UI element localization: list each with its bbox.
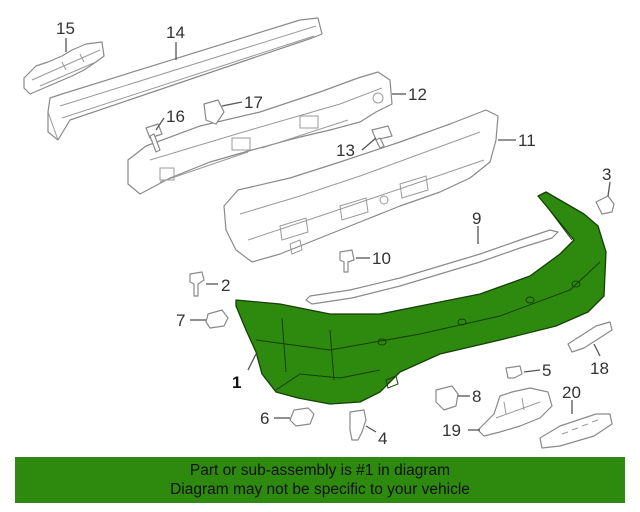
part-13-bolt[interactable] bbox=[371, 125, 393, 149]
part-2-fastener[interactable] bbox=[189, 271, 205, 297]
part-20-bracket[interactable] bbox=[539, 413, 613, 449]
leader-lines bbox=[65, 38, 611, 433]
part-3-bracket[interactable] bbox=[595, 195, 615, 215]
callout-2: 2 bbox=[221, 276, 230, 295]
footer-banner: Part or sub-assembly is #1 in diagram Di… bbox=[15, 457, 625, 503]
callout-14: 14 bbox=[166, 23, 185, 42]
footer-line-2: Diagram may not be specific to your vehi… bbox=[170, 481, 470, 498]
callout-9: 9 bbox=[472, 209, 481, 228]
callout-19: 19 bbox=[442, 421, 461, 440]
callout-17: 17 bbox=[244, 93, 263, 112]
part-9-seal[interactable] bbox=[305, 229, 559, 305]
callout-13: 13 bbox=[336, 141, 355, 160]
callout-15: 15 bbox=[56, 19, 75, 38]
footer-line-1: Part or sub-assembly is #1 in diagram bbox=[189, 462, 451, 479]
part-15-bracket[interactable] bbox=[23, 41, 105, 95]
callout-4: 4 bbox=[378, 429, 387, 448]
callout-20: 20 bbox=[562, 383, 581, 402]
part-17-clip[interactable] bbox=[203, 99, 225, 125]
part-10-fastener[interactable] bbox=[339, 249, 355, 273]
callout-8: 8 bbox=[472, 387, 481, 406]
callout-6: 6 bbox=[260, 409, 269, 428]
part-5-fastener[interactable] bbox=[505, 365, 523, 379]
callout-16: 16 bbox=[166, 107, 185, 126]
callout-7: 7 bbox=[176, 311, 185, 330]
part-7-retainer[interactable] bbox=[205, 309, 229, 329]
callout-1: 1 bbox=[232, 373, 241, 392]
parts-diagram: 1 2 3 4 5 6 7 8 9 10 11 12 13 14 15 16 1… bbox=[23, 17, 615, 449]
part-6-nut[interactable] bbox=[289, 407, 315, 427]
callout-12: 12 bbox=[408, 85, 427, 104]
part-18-reflector[interactable] bbox=[567, 321, 613, 353]
part-8-bracket[interactable] bbox=[435, 385, 459, 411]
part-11-energy-absorber[interactable] bbox=[223, 109, 499, 263]
callout-5: 5 bbox=[542, 361, 551, 380]
callout-10: 10 bbox=[372, 249, 391, 268]
part-4-push-pin[interactable] bbox=[349, 409, 367, 441]
callout-3: 3 bbox=[602, 165, 611, 184]
callout-18: 18 bbox=[590, 359, 609, 378]
part-14-impact-bar[interactable] bbox=[47, 17, 323, 141]
callout-labels: 1 2 3 4 5 6 7 8 9 10 11 12 13 14 15 16 1… bbox=[56, 19, 611, 448]
part-1-bumper-cover[interactable] bbox=[235, 191, 607, 405]
part-12-bracket[interactable] bbox=[127, 71, 393, 195]
part-19-bracket[interactable] bbox=[477, 387, 553, 437]
callout-11: 11 bbox=[518, 131, 536, 150]
